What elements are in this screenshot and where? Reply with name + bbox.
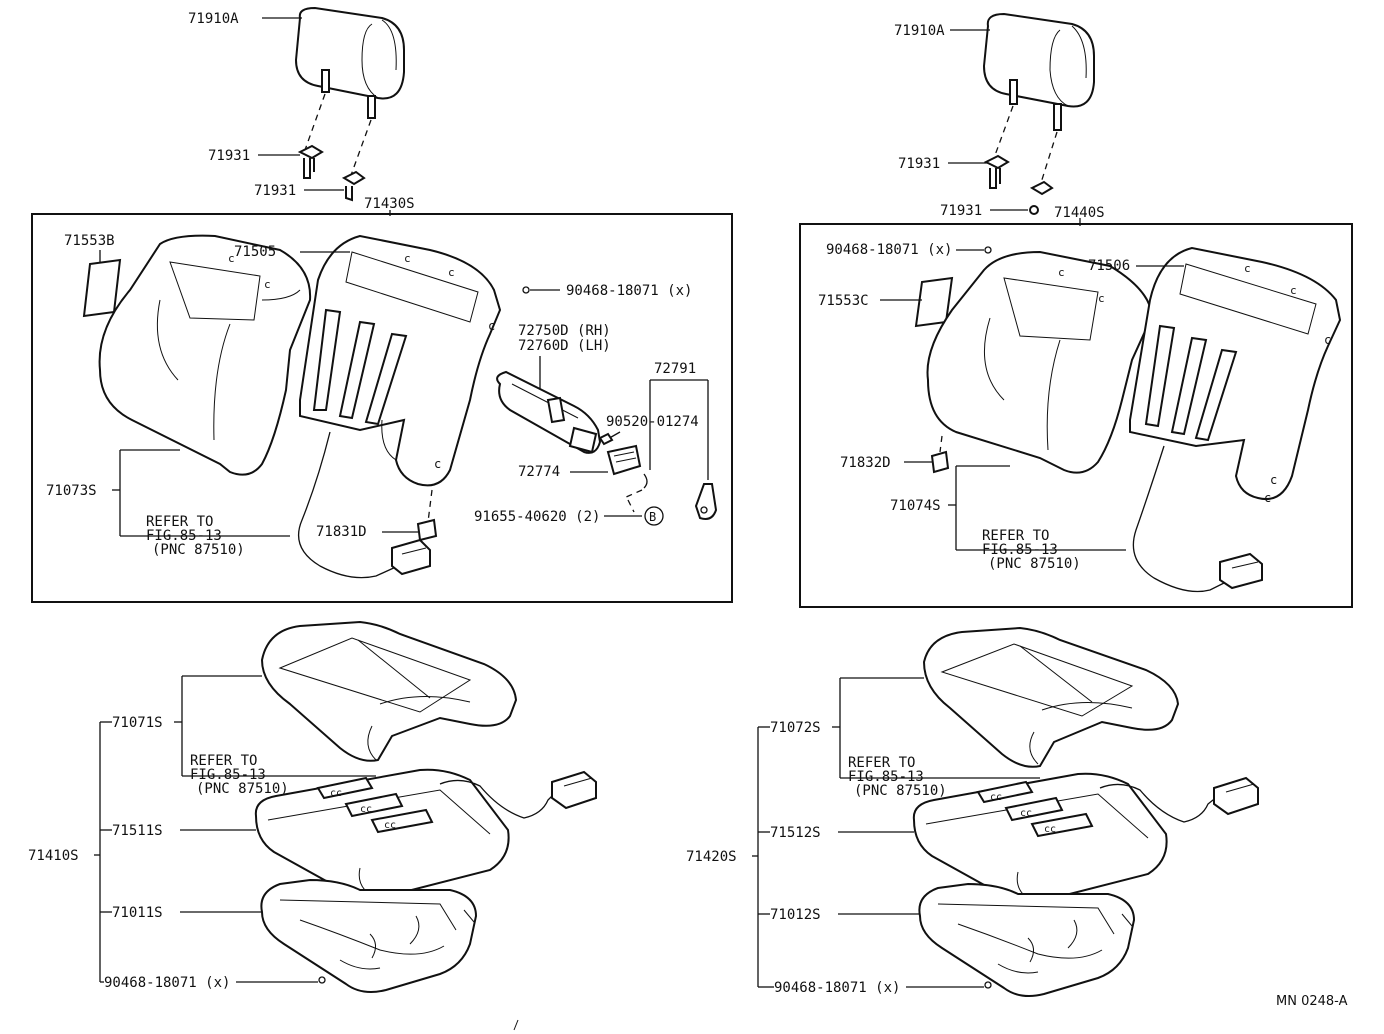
marker-b-circle [644,506,664,526]
label-left-hook: 71831D [316,524,367,540]
right-hook-71832d [930,450,950,474]
label-left-support-top: 71931 [208,148,250,164]
svg-text:cc: cc [1020,808,1032,819]
right-headrest [982,12,1095,108]
svg-text:cc: cc [384,820,396,831]
left-support-bottom [341,170,366,202]
left-hook-71831d [416,518,438,542]
label-left-headrest: 71910A [188,11,239,27]
svg-text:cc: cc [330,788,342,799]
left-pad-71553b [82,258,122,318]
svg-text:cc: cc [360,804,372,815]
svg-text:c: c [404,252,411,265]
label-right-hook: 71832D [840,455,891,471]
svg-text:c: c [488,319,495,333]
label-right-back-pad: 71074S [890,498,941,514]
label-left-refer-1: REFER TO [146,514,213,530]
label-left-support-bottom: 71931 [254,183,296,199]
right-cushion-cover [922,626,1180,768]
label-right-headrest: 71910A [894,23,945,39]
svg-text:c: c [434,457,441,471]
label-right-back-cover: 71506 [1088,258,1130,274]
svg-text:c: c [1324,333,1331,347]
right-support-top [983,154,1010,189]
label-right-cushion-refer-1: REFER TO [848,755,915,771]
right-back-cover [1129,246,1342,500]
label-lumbar-lh: 72760D (LH) [518,338,611,354]
label-left-clip: 90468-18071 (x) [566,283,692,299]
svg-text:c: c [1290,284,1297,297]
right-headrest-group [982,12,1095,215]
left-headrest [294,6,405,100]
left-cushion-pad [254,768,510,901]
label-left-cushion-refer-3: (PNC 87510) [196,781,289,797]
svg-text:cc: cc [990,792,1002,803]
label-lumbar-rh: 72750D (RH) [518,323,611,339]
label-left-back-assy: 71430S [364,196,415,212]
marker-b: B [649,510,656,524]
left-cushion-frame [260,878,478,993]
left-back-connector [391,538,431,576]
label-left-cushion-frame: 71011S [112,905,163,921]
svg-text:c: c [1098,292,1105,305]
label-right-cushion-pad: 71512S [770,825,821,841]
label-left-back-pad: 71073S [46,483,97,499]
svg-text:cc: cc [1044,824,1056,835]
label-right-cushion-refer-2: FIG.85-13 [848,769,924,785]
label-right-refer-3: (PNC 87510) [988,556,1081,572]
label-right-refer-2: FIG.85-13 [982,542,1058,558]
left-headrest-group [294,6,405,202]
svg-text:c: c [264,278,271,291]
label-right-clip: 90468-18071 (x) [826,242,952,258]
label-right-pad-71553c: 71553C [818,293,869,309]
label-right-refer-1: REFER TO [982,528,1049,544]
label-bolt-90520: 90520-01274 [606,414,699,430]
label-right-cushion-clip: 90468-18071 (x) [774,980,900,996]
label-left-cushion-refer-2: FIG.85-13 [190,767,266,783]
svg-text:c: c [1058,266,1065,279]
right-back-assembly-box [799,223,1353,608]
label-right-support-bottom: 71931 [940,203,982,219]
label-left-refer-2: FIG.85-13 [146,528,222,544]
label-left-cushion-cover: 71071S [112,715,163,731]
left-back-pad [98,234,312,476]
label-right-cushion-cover: 71072S [770,720,821,736]
figure-code: MN 0248-A [1276,994,1348,1009]
label-left-cushion-assy: 71410S [28,848,79,864]
label-part-72774: 72774 [518,464,560,480]
label-left-back-cover: 71505 [234,244,276,260]
right-cushion-connector [1213,776,1259,816]
right-back-connector [1219,552,1263,590]
svg-text:c: c [228,252,235,265]
left-cushion-connector [551,770,597,810]
label-left-refer-3: (PNC 87510) [152,542,245,558]
label-screw-91655: 91655-40620 (2) [474,509,600,525]
label-left-cushion-pad: 71511S [112,823,163,839]
label-right-cushion-frame: 71012S [770,907,821,923]
label-right-back-assy: 71440S [1054,205,1105,221]
svg-text:c: c [448,266,455,279]
label-right-cushion-refer-3: (PNC 87510) [854,783,947,799]
right-support-bottom [1029,180,1054,196]
left-cushion-cover [260,620,518,762]
svg-text:c: c [1264,491,1271,505]
label-right-cushion-assy: 71420S [686,849,737,865]
label-lumbar-72791: 72791 [654,361,696,377]
left-support-top [297,144,324,179]
left-back-cover [299,234,502,487]
right-cushion-pad [912,772,1168,905]
svg-text:c: c [1270,473,1277,487]
label-left-pad-71553b: 71553B [64,233,115,249]
right-back-pad [926,250,1154,474]
right-cushion-frame [918,882,1136,997]
left-back-assembly-box [31,213,733,603]
svg-text:c: c [1244,262,1251,275]
label-left-cushion-clip: 90468-18071 (x) [104,975,230,991]
label-left-cushion-refer-1: REFER TO [190,753,257,769]
label-right-support-top: 71931 [898,156,940,172]
lever-72791 [694,483,718,520]
